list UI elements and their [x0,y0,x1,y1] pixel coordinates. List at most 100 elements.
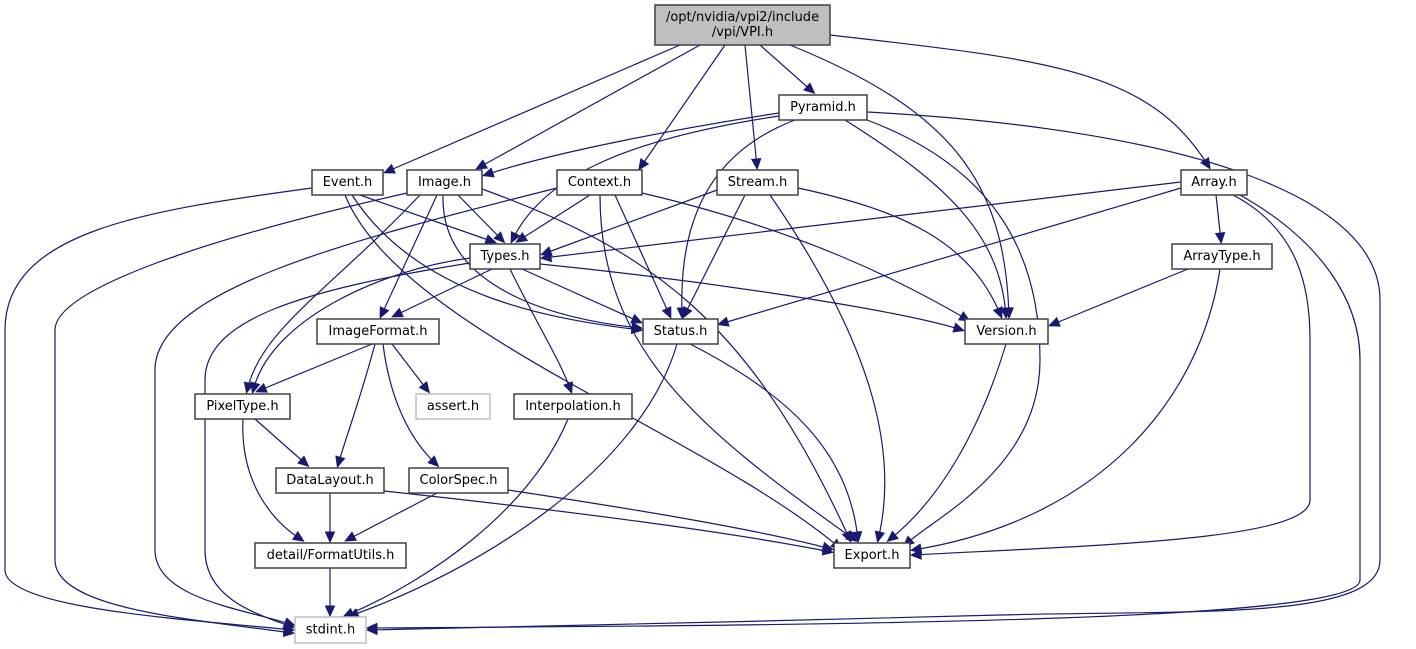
node-formatutils[interactable]: detail/FormatUtils.h [254,542,407,569]
edge-stream-to-status [683,194,746,317]
edge-event-to-export [344,194,841,549]
edge-pyramid-to-status [681,119,796,317]
arrowhead-vpi-to-image [475,159,488,170]
node-box [513,393,633,420]
edge-imageformat-to-datalayout [337,343,376,466]
node-label: ImageFormat.h [329,324,428,339]
node-box [778,94,868,121]
node-label: ArrayType.h [1183,249,1260,264]
node-box [833,542,911,569]
node-image[interactable]: Image.h [406,169,483,196]
node-box [311,169,384,196]
edge-vpi-to-pyramid [759,44,814,93]
arrowhead-types-to-pixeltype [250,381,261,395]
edge-colorspec-to-export [507,489,832,550]
node-label: Pyramid.h [790,100,856,115]
arrowhead-image-to-status [630,321,644,333]
node-box [406,169,483,196]
node-types[interactable]: Types.h [469,243,541,270]
node-version[interactable]: Version.h [964,318,1049,345]
edge-vpi-to-context [639,44,726,169]
node-label: ColorSpec.h [420,473,498,488]
edge-vpi-to-stream [744,44,758,168]
arrowhead-types-to-status [630,313,643,324]
node-label: Stream.h [728,175,787,190]
edge-types-to-version [539,263,963,331]
node-label: Status.h [654,324,708,339]
node-box [964,318,1049,345]
node-array[interactable]: Array.h [1180,169,1248,196]
node-label: stdint.h [306,623,355,638]
arrowhead-array-to-status [716,316,730,327]
arrowhead-interpolation-to-stdint [342,607,355,618]
edge-types-to-pixeltype [252,257,471,392]
edge-image-to-stdint [54,192,408,634]
edge-imageformat-to-assert [391,343,429,392]
node-pixeltype[interactable]: PixelType.h [194,393,291,420]
edge-vpi-to-event [385,44,681,173]
edge-pyramid-to-export [866,119,1041,546]
node-vpi[interactable]: /opt/nvidia/vpi2/include/vpi/VPI.h [654,4,831,46]
node-box [254,542,407,569]
arrowhead-array-to-arraytype [1214,231,1226,245]
edge-event-to-types [359,194,495,243]
arrowhead-formatutils-to-stdint [324,605,336,618]
arrowhead-types-to-version [952,322,966,333]
edge-pyramid-to-version [844,119,1007,317]
edge-pixeltype-to-datalayout [254,418,308,466]
edge-image-to-imageformat [380,194,438,317]
edge-image-to-types [457,194,504,242]
node-label: Context.h [568,175,631,190]
node-event[interactable]: Event.h [311,169,384,196]
arrowhead-context-to-types [515,231,529,243]
node-box [556,169,643,196]
arrowhead-image-to-types [493,231,506,244]
edge-pyramid-to-image [484,112,780,176]
node-status[interactable]: Status.h [642,318,719,345]
arrowhead-pixeltype-to-datalayout [297,455,310,468]
node-label: Export.h [845,548,900,563]
edge-vpi-to-image [477,44,701,169]
edge-context-to-version [641,192,969,321]
node-datalayout[interactable]: DataLayout.h [275,467,385,494]
edge-array-to-stdint [368,194,1361,629]
arrowhead-vpi-to-event [383,163,396,174]
arrowhead-imageformat-to-assert [418,381,430,394]
arrowhead-vpi-to-context [638,158,650,171]
arrowhead-types-to-stdint [282,619,296,630]
edge-types-to-imageformat [393,268,493,317]
edge-array-to-export [912,194,1311,556]
arrowhead-colorspec-to-formatutils [344,531,357,542]
arrowhead-arraytype-to-version [1048,316,1061,327]
arrowhead-pyramid-to-version [1000,307,1011,320]
arrowhead-stream-to-export [874,530,886,544]
node-label: Event.h [323,175,373,190]
arrowhead-pyramid-to-image [481,167,495,178]
edge-context-to-stdint [154,187,558,626]
node-arraytype[interactable]: ArrayType.h [1171,243,1273,270]
node-colorspec[interactable]: ColorSpec.h [408,467,509,494]
node-stream[interactable]: Stream.h [716,169,799,196]
node-box [642,318,719,345]
node-pyramid[interactable]: Pyramid.h [778,94,868,121]
node-label: /opt/nvidia/vpi2/include [666,10,819,25]
node-imageformat[interactable]: ImageFormat.h [316,318,440,345]
node-box [654,4,831,46]
edge-types-to-stdint [204,262,471,628]
node-label: Types.h [479,249,529,264]
arrowhead-stream-to-version [992,306,1003,319]
node-context[interactable]: Context.h [556,169,643,196]
node-stdint: stdint.h [294,616,367,644]
edge-pyramid-to-types [511,115,780,242]
edge-arraytype-to-export [912,268,1221,551]
edge-interpolation-to-stdint [344,418,569,617]
node-box [408,467,509,494]
edge-vpi-to-version [789,44,1010,317]
edge-colorspec-to-formatutils [346,492,438,541]
edge-context-to-status [614,194,671,317]
arrowhead-context-to-status [661,306,672,319]
node-export[interactable]: Export.h [833,542,911,569]
node-interpolation[interactable]: Interpolation.h [513,393,633,420]
edge-event-to-stdint [4,187,313,631]
